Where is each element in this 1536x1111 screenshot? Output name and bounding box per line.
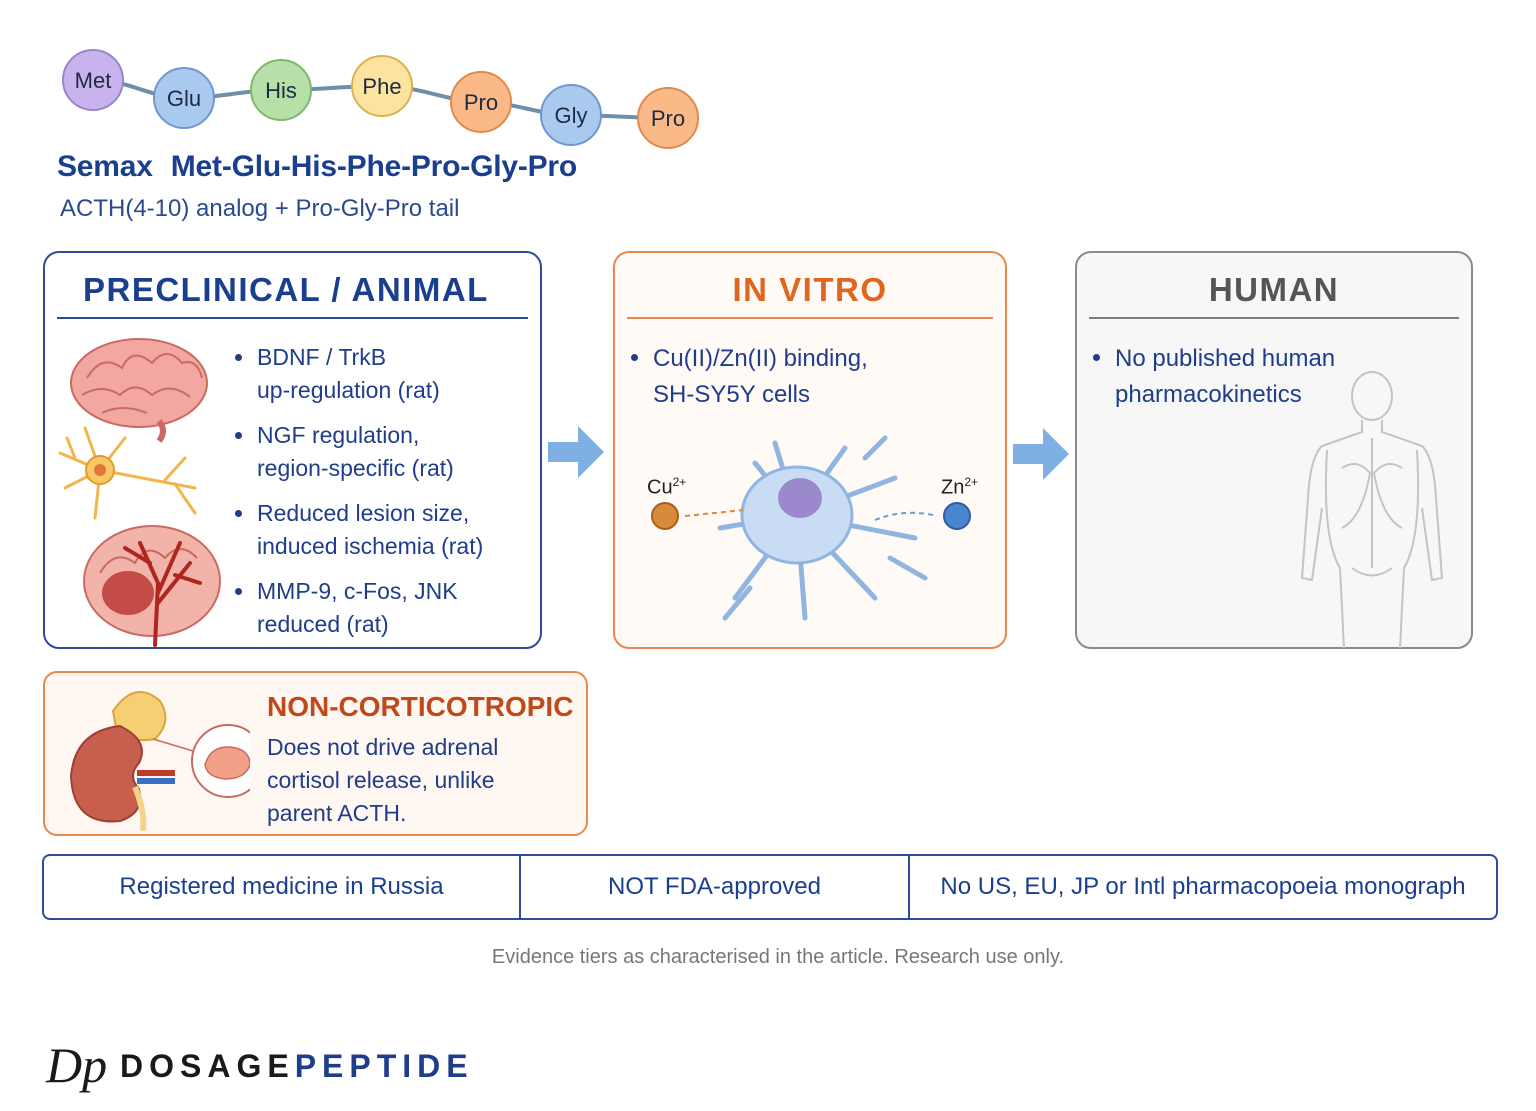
zn-ion-label: Zn2+ — [941, 475, 979, 499]
residue-bead — [450, 71, 512, 133]
bullet-lesion: Reduced lesion size,induced ischemia (ra… — [233, 497, 533, 563]
residue-label: Phe — [362, 74, 401, 99]
residue-bead — [351, 55, 413, 117]
arrow-right-icon — [548, 426, 604, 478]
residue-label: Gly — [555, 103, 588, 128]
residue-label: Glu — [167, 86, 201, 111]
brand-wordmark: DOSAGEPEPTIDE — [120, 1048, 474, 1084]
human-divider — [1089, 317, 1459, 319]
regulatory-status-bar: Registered medicine in Russia NOT FDA-ap… — [42, 854, 1498, 920]
residue-bead — [540, 84, 602, 146]
residue-bead — [250, 59, 312, 121]
preclinical-divider — [57, 317, 528, 319]
bullet-ngf: NGF regulation,region-specific (rat) — [233, 419, 533, 485]
arrow-right-icon — [1013, 428, 1069, 480]
reg-status-russia: Registered medicine in Russia — [119, 873, 444, 900]
reg-status-pharmacopoeia: No US, EU, JP or Intl pharmacopoeia mono… — [908, 856, 1496, 918]
brain-icon — [70, 338, 208, 443]
non-corticotropic-box: NON-CORTICOTROPIC Does not drive adrenal… — [43, 671, 588, 836]
residue-bead — [62, 49, 124, 111]
cell-ion-illustration — [651, 435, 971, 621]
peptide-sequence: Met-Glu-His-Phe-Pro-Gly-Pro — [170, 150, 578, 183]
ischemic-brain-icon — [83, 525, 221, 647]
brand-logo: Dp — [45, 1037, 107, 1093]
residue-label: His — [265, 78, 297, 103]
preclinical-title: PRECLINICAL / ANIMAL — [83, 271, 489, 308]
in-vitro-bullet-list: Cu(II)/Zn(II) binding,SH-SY5Y cells — [629, 341, 989, 425]
residue-bead — [153, 67, 215, 129]
svg-text:Dp: Dp — [45, 1037, 107, 1093]
cu-ion-label: Cu2+ — [647, 475, 687, 499]
residue-bead — [637, 87, 699, 149]
in-vitro-divider — [627, 317, 993, 319]
residue-label: Met — [75, 68, 112, 93]
in-vitro-title: IN VITRO — [732, 271, 888, 308]
residue-label: Pro — [464, 90, 498, 115]
non-corticotropic-text: Does not drive adrenal cortisol release,… — [267, 734, 499, 826]
bullet-cu-zn: Cu(II)/Zn(II) binding,SH-SY5Y cells — [629, 341, 989, 413]
peptide-title: Semax Met-Glu-His-Phe-Pro-Gly-Pro — [57, 150, 577, 184]
human-body-icon — [1300, 371, 1444, 648]
human-title: HUMAN — [1208, 271, 1340, 308]
kidney-adrenal-icon — [69, 691, 250, 831]
in-vitro-panel: IN VITRO Cu(II)/Zn(II) binding,SH-SY5Y c… — [613, 251, 1007, 649]
reg-status-fda: NOT FDA-approved — [519, 856, 908, 918]
peptide-subtitle: ACTH(4-10) analog + Pro-Gly-Pro tail — [60, 195, 460, 222]
residue-label: Pro — [651, 106, 685, 131]
peptide-name: Semax — [57, 150, 153, 183]
footnote: Evidence tiers as characterised in the a… — [491, 946, 1065, 968]
non-corticotropic-title: NON-CORTICOTROPIC — [267, 691, 574, 722]
neuron-icon — [58, 426, 197, 520]
